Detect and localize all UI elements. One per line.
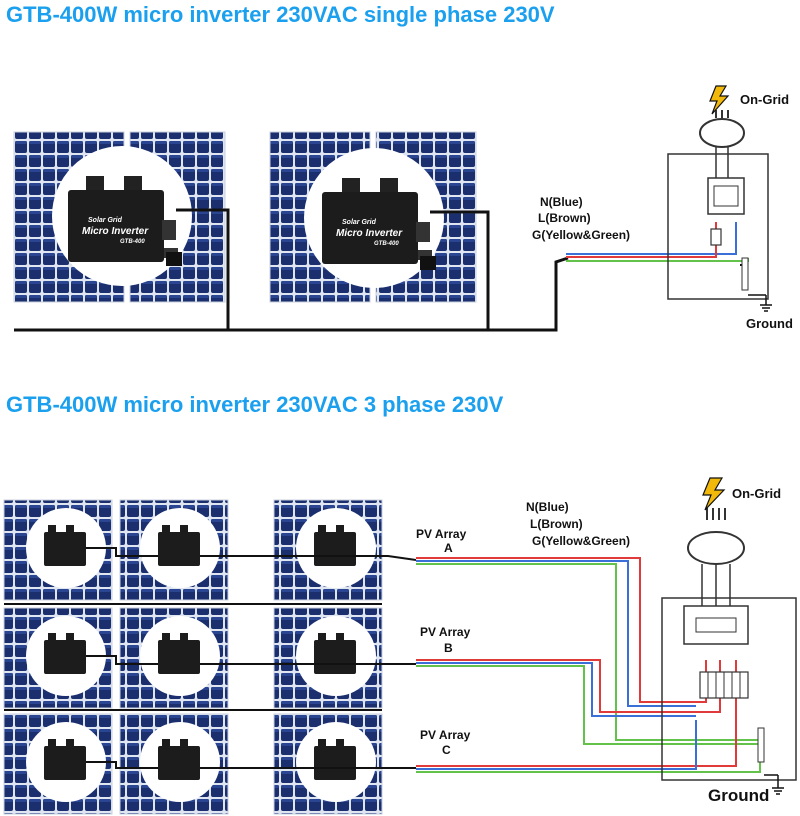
wire-label-neutral: N(Blue) (540, 195, 583, 209)
ground-label-3ph: Ground (708, 786, 769, 805)
lightning-icon (709, 85, 730, 115)
three-phase-diagram: PV Array A PV Array B PV Array C N(Blue)… (3, 477, 797, 815)
ground-label: Ground (746, 316, 793, 331)
trunk-cables-3ph (4, 547, 417, 769)
wire-label-ground-3ph: G(Yellow&Green) (532, 534, 630, 548)
single-phase-diagram: Solar Grid Micro Inverter GTB-400 Solar … (13, 85, 793, 332)
single-phase-title: GTB-400W micro inverter 230VAC single ph… (6, 2, 555, 27)
pv-array-b-panels (3, 607, 383, 709)
inverter-brand-text: Solar Grid (88, 217, 123, 224)
micro-inverters-3ph (44, 525, 356, 780)
distribution-box (667, 118, 772, 312)
pv-array-letter-b: B (444, 641, 453, 655)
grid-dots-3ph (706, 508, 726, 520)
on-grid-label-3ph: On-Grid (732, 486, 781, 501)
wire-label-live: L(Brown) (538, 211, 591, 225)
micro-inverter-1: Solar Grid Micro Inverter GTB-400 (68, 176, 182, 266)
grid-dots (715, 110, 729, 118)
inverter-label-text: Micro Inverter (82, 226, 149, 237)
inverter-brand-text: Solar Grid (342, 219, 377, 226)
micro-inverter-2: Solar Grid Micro Inverter GTB-400 (322, 178, 436, 270)
three-phase-title: GTB-400W micro inverter 230VAC 3 phase 2… (6, 392, 504, 417)
distribution-box-3ph (661, 531, 797, 795)
trunk-cable (14, 208, 569, 332)
wire-label-live-3ph: L(Brown) (530, 517, 583, 531)
pv-array-label-a: PV Array (416, 527, 467, 541)
wire-label-ground: G(Yellow&Green) (532, 228, 630, 242)
pv-array-label-c: PV Array (420, 728, 471, 742)
on-grid-label: On-Grid (740, 92, 789, 107)
inverter-model-text: GTB-400 (374, 241, 399, 247)
inverter-model-text: GTB-400 (120, 239, 145, 245)
lightning-icon (702, 477, 726, 511)
pv-array-label-b: PV Array (420, 625, 471, 639)
inverter-label-text: Micro Inverter (336, 228, 403, 239)
wire-label-neutral-3ph: N(Blue) (526, 500, 569, 514)
pv-array-letter-c: C (442, 743, 451, 757)
pv-array-letter-a: A (444, 541, 453, 555)
